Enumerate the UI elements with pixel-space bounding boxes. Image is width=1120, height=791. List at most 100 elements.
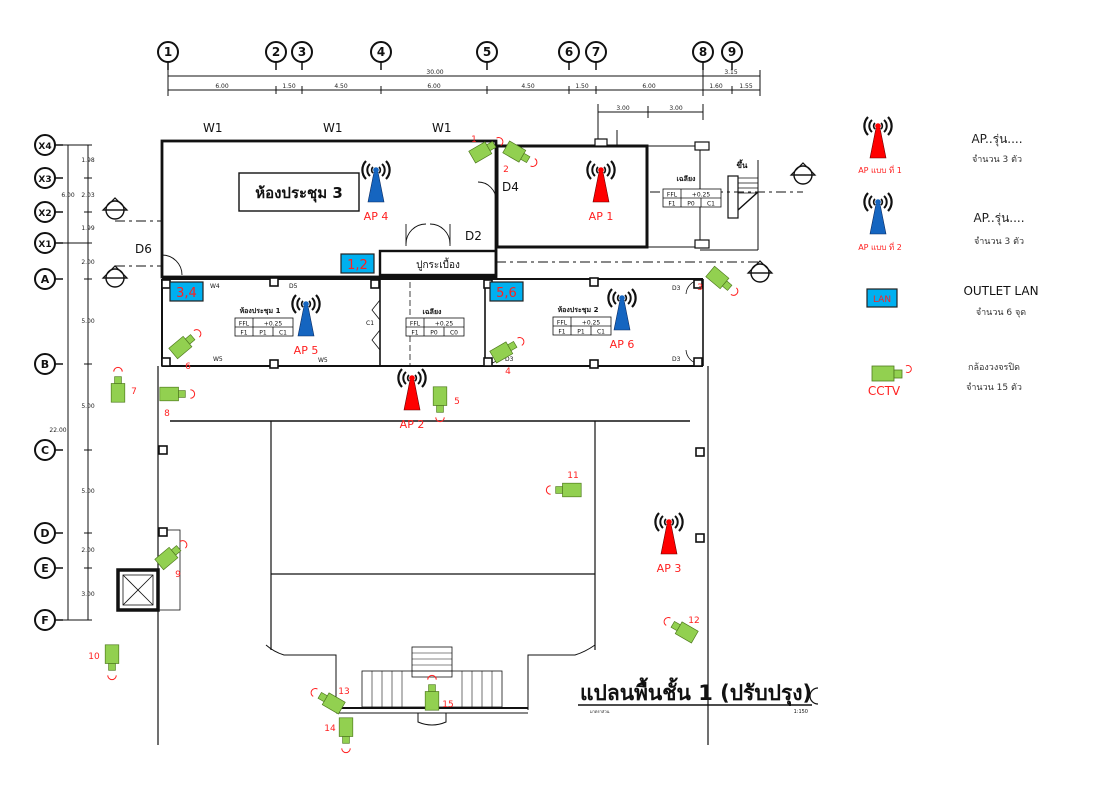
- cctv-camera-11: 11: [545, 471, 582, 498]
- grid-column-label: 2: [272, 45, 280, 59]
- grid-column-5: 5: [476, 41, 498, 71]
- dimension-left-segment: 1.99: [81, 225, 95, 232]
- grid-column-label: 8: [699, 45, 707, 59]
- svg-text:FFL: FFL: [557, 320, 568, 327]
- grid-row-label: X4: [38, 142, 51, 152]
- plan-scale-caption: มาตราส่วน: [590, 709, 610, 714]
- cctv-camera-label: 13: [338, 687, 349, 697]
- walls: [116, 112, 819, 745]
- access-point-6: AP 6: [608, 289, 635, 351]
- svg-text:F1: F1: [411, 330, 418, 337]
- legend-ap-type-2: AP แบบ ที่ 2 AP..รุ่น.... จำนวน 3 ตัว: [858, 193, 1025, 252]
- legend-ap-type-1-count: จำนวน 3 ตัว: [972, 154, 1022, 165]
- dimension-left-segment: 5.00: [81, 318, 95, 325]
- cctv-camera-5: 5: [432, 386, 460, 423]
- dimension-left-segment: 3.00: [81, 591, 95, 598]
- dimension-left-segment: 5.00: [81, 403, 95, 410]
- grid-column-label: 4: [377, 45, 385, 59]
- grid-row-B: B: [34, 353, 92, 375]
- grid-column-4: 4: [370, 41, 392, 71]
- dimension-segment: 1.60: [709, 83, 723, 90]
- room-labels: ห้องประชุม 3 ปูกระเบื้อง ห้องประชุม 1 ห้…: [238, 159, 748, 316]
- access-point-label: AP 2: [400, 418, 425, 431]
- window-label-c1: C1: [366, 320, 374, 327]
- grid-column-2: 2: [265, 41, 287, 71]
- cctv-camera-icon: [338, 717, 354, 754]
- cctv-camera-8: 8: [159, 386, 196, 419]
- dimension-total: 30.00: [426, 69, 443, 76]
- dimension-segment: 1.50: [282, 83, 296, 90]
- grid-column-label: 6: [565, 45, 573, 59]
- grid-column-8: 8: [692, 41, 714, 71]
- wall-label-w1: W1: [432, 121, 452, 135]
- structural-columns: [158, 138, 710, 543]
- cctv-camera-icon: [705, 265, 742, 300]
- access-point-label: AP 5: [294, 344, 319, 357]
- svg-text:FFL: FFL: [410, 321, 421, 328]
- dimension-segment: 4.50: [521, 83, 535, 90]
- wall-label-w5: W5: [318, 357, 328, 364]
- ap-blue-icon: [608, 289, 635, 330]
- cctv-camera-label: 4: [505, 367, 511, 377]
- legend-ap-type-2-count: จำนวน 3 ตัว: [974, 236, 1024, 247]
- ap-red-icon: [587, 161, 614, 202]
- cctv-camera-label: 11: [567, 471, 578, 481]
- cctv-camera-icon: [545, 482, 582, 498]
- legend-ap-type-2-caption: AP แบบ ที่ 2: [858, 241, 902, 252]
- door-label-d6: D6: [135, 242, 152, 256]
- svg-text:+0.25: +0.25: [692, 192, 711, 199]
- svg-text:F1: F1: [240, 330, 247, 337]
- top-dimension-lines: [167, 70, 761, 120]
- legend-cctv: CCTV กล้องวงจรปิด จำนวน 15 ตัว: [868, 362, 1022, 398]
- cctv-camera-icon: [432, 386, 448, 423]
- room-label-porch-upper: เฉลียง: [677, 175, 697, 183]
- grid-column-3: 3: [291, 41, 313, 71]
- grid-row-label: B: [41, 358, 49, 371]
- grid-column-1: 1: [157, 41, 179, 71]
- grid-row-label: D: [40, 527, 49, 540]
- svg-text:P0: P0: [430, 330, 438, 337]
- svg-text:P1: P1: [259, 330, 267, 337]
- cctv-camera-icon: [168, 325, 205, 360]
- svg-text:+0.25: +0.25: [264, 321, 283, 328]
- cctv-camera-4: 4: [489, 333, 528, 377]
- grid-column-6: 6: [558, 41, 580, 71]
- dimension-left-segment: 2.00: [81, 547, 95, 554]
- svg-text:+0.25: +0.25: [582, 320, 601, 327]
- grid-row-X2: X2: [34, 201, 92, 223]
- ap-red-icon: [655, 513, 682, 554]
- section-marker-a-right: [747, 260, 773, 283]
- lan-outlet-label: 1,2: [347, 258, 368, 273]
- room-label-meeting-2: ห้องประชุม 2: [558, 305, 599, 314]
- legend-ap-type-1-title: AP..รุ่น....: [971, 132, 1022, 147]
- wall-label-w4: W4: [210, 283, 220, 290]
- lan-outlet-label: 5,6: [496, 286, 517, 301]
- ap-blue-icon: [362, 161, 389, 202]
- lan-badge-icon: [866, 288, 898, 308]
- svg-text:FFL: FFL: [667, 192, 678, 199]
- access-point-label: AP 3: [657, 562, 682, 575]
- cctv-camera-label: 2: [503, 165, 509, 175]
- lan-outlet-label: 3,4: [176, 286, 197, 301]
- cctv-camera-1: 1: [468, 133, 507, 164]
- grid-row-X3: X3: [34, 167, 92, 189]
- cctv-camera-label: 10: [88, 652, 100, 662]
- access-point-label: AP 6: [610, 338, 635, 351]
- legend-ap-type-2-title: AP..รุ่น....: [973, 211, 1024, 226]
- dimension-left-total: 22.00: [49, 427, 66, 434]
- cctv-camera-label: 14: [324, 724, 336, 734]
- left-dimension-text: 22.006.001.982.031.992.005.005.005.002.0…: [49, 157, 94, 598]
- cctv-camera-label: 1: [471, 135, 477, 145]
- grid-row-C: C: [34, 439, 92, 461]
- svg-text:C1: C1: [279, 330, 287, 337]
- legend-lan-count: จำนวน 6 จุด: [976, 307, 1026, 318]
- door-label-d5: D5: [289, 283, 298, 290]
- dimension-segment: 1.50: [575, 83, 589, 90]
- grid-row-E: E: [34, 557, 92, 579]
